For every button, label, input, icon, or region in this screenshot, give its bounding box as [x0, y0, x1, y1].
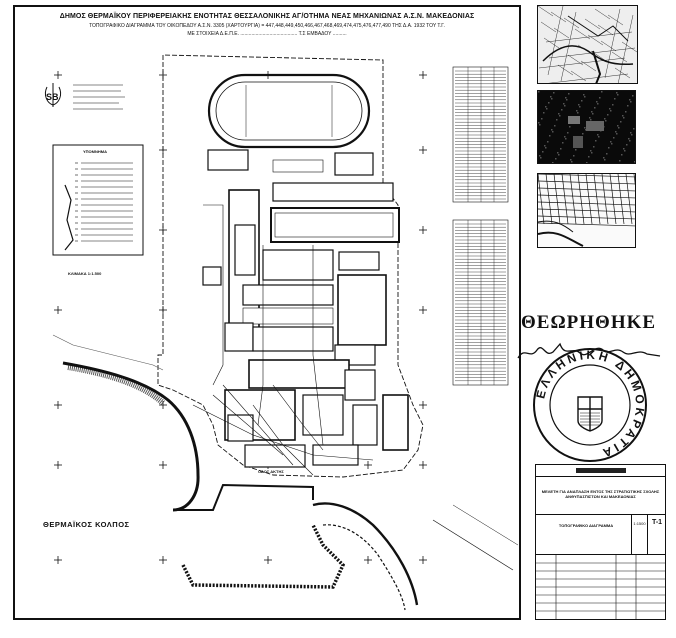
coordinate-tables: [452, 66, 509, 386]
official-seal: ΕΛΛΗΝΙΚΗ ΔΗΜΟΚΡΑΤΙΑ: [533, 348, 647, 462]
legend-box: [52, 144, 144, 256]
drawing-name: ΤΟΠΟΓΡΑΦΙΚΟ ΔΙΑΓΡΑΜΜΑ: [558, 523, 614, 528]
project-title: ΜΕΛΕΤΗ ΓΙΑ ΑΝΑΠΛΑΣΗ ΕΝΤΟΣ ΤΗΣ ΣΤΡΑΤΙΩΤΙΚ…: [536, 477, 665, 515]
drawing-subtitle: ΤΟΠΟΓΡΑΦΙΚΟ ΔΙΑΓΡΑΜΜΑ ΤΟΥ ΟΙΚΟΠΕΔΟΥ Α.Σ.…: [89, 23, 445, 29]
cadastral-map: [538, 174, 635, 247]
title-block-grid: [536, 555, 665, 619]
location-map-panel: [537, 5, 638, 84]
title-block: ΜΕΛΕΤΗ ΓΙΑ ΑΝΑΠΛΑΣΗ ΕΝΤΟΣ ΤΗΣ ΣΤΡΑΤΙΩΤΙΚ…: [535, 464, 666, 620]
buildings: [202, 149, 409, 468]
signature: [517, 342, 661, 359]
running-track: [207, 73, 371, 149]
legend-title: ΥΠΟΜΝΗΜΑ: [83, 149, 107, 154]
site-plan: SB ΟΔΟΣ ΑΚΤΗΣ ΚΛΙΜΑΚΑ 1:1.500 ΥΠΟΜΝΗΜΑ: [44, 54, 519, 611]
internal-roads: [192, 204, 374, 476]
scale-note: ΚΛΙΜΑΚΑ 1:1.500: [68, 271, 102, 276]
aerial-photo-panel: [537, 90, 636, 164]
scale-value: 1:1500: [633, 521, 646, 526]
drawing-title: ΔΗΜΟΣ ΘΕΡΜΑΪΚΟΥ ΠΕΡΙΦΕΡΕΙΑΚΗΣ ΕΝΟΤΗΤΑΣ Θ…: [59, 13, 475, 20]
review-stamp: ΘΕΩΡΗΘΗΚΕ: [521, 312, 657, 333]
sea-label: ΘΕΡΜΑΪΚΟΣ ΚΟΛΠΟΣ: [43, 520, 130, 529]
svg-text:SB: SB: [46, 92, 59, 102]
aerial-photo: [538, 91, 635, 163]
drawing-sheet: ΔΗΜΟΣ ΘΕΡΜΑΪΚΟΥ ΠΕΡΙΦΕΡΕΙΑΚΗΣ ΕΝΟΤΗΤΑΣ Θ…: [13, 5, 521, 620]
location-map: [538, 6, 637, 83]
cadastral-map-panel: [537, 173, 636, 248]
north-arrow-logo: SB: [44, 83, 62, 107]
coastline: [62, 361, 519, 611]
sheet-number: Τ-1: [651, 519, 663, 526]
road-label: ΟΔΟΣ ΑΚΤΗΣ: [258, 469, 284, 474]
drawing-subtitle-2: ΜΕ ΣΤΟΙΧΕΙΑ Δ.Ε.Π.Ε. ...................…: [187, 31, 347, 37]
